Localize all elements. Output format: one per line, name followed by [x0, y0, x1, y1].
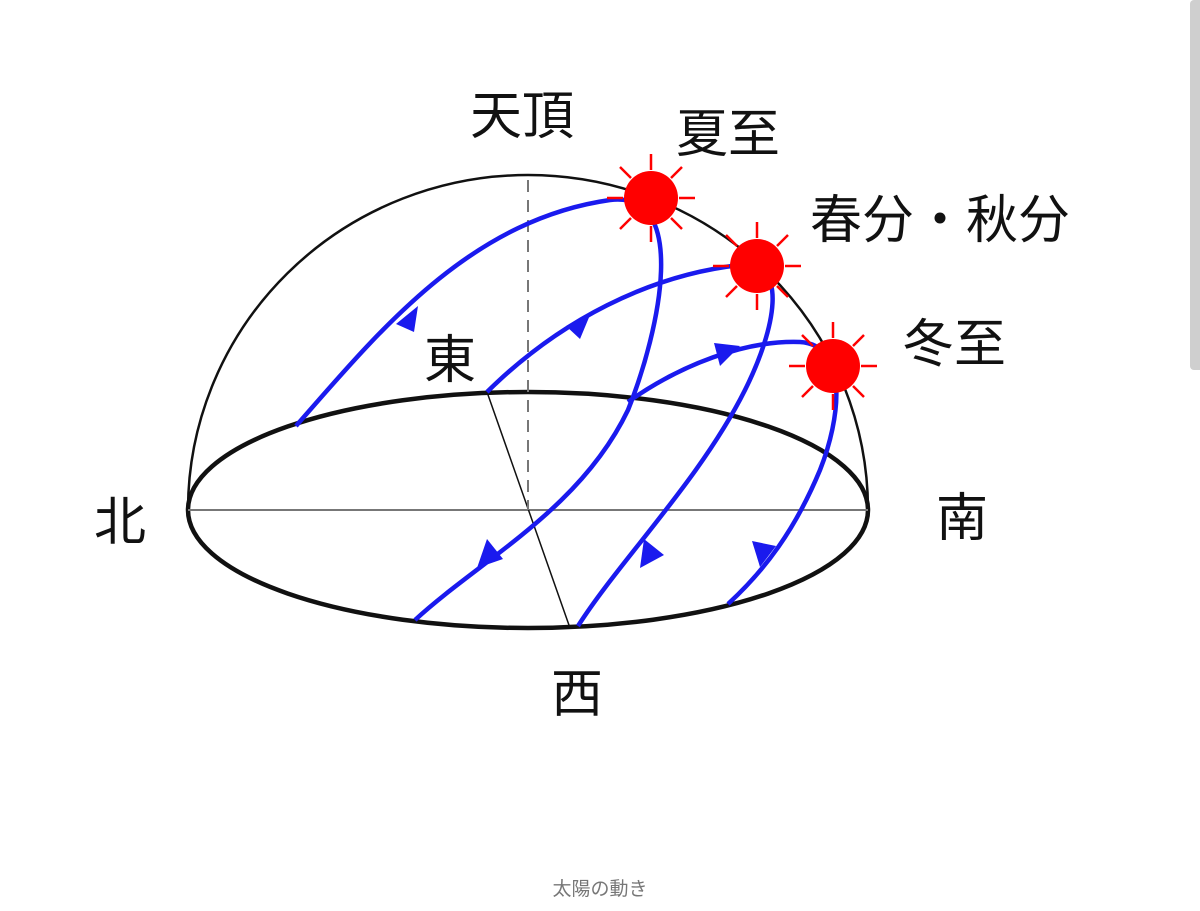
- scrollbar[interactable]: [1190, 0, 1200, 370]
- east-label: 東: [424, 331, 476, 391]
- summer-solstice-label: 夏至: [676, 105, 780, 165]
- east-west-line: [486, 391, 571, 629]
- arrow-icon: [477, 539, 503, 568]
- arrow-icon: [396, 306, 418, 332]
- winter-solstice-path: [626, 339, 839, 606]
- equinox-path: [485, 262, 775, 628]
- sun-icon: [607, 154, 695, 242]
- winter-solstice-label: 冬至: [902, 315, 1006, 375]
- equinox-label: 春分・秋分: [810, 191, 1070, 251]
- west-label: 西: [551, 665, 603, 725]
- zenith-label: 天頂: [470, 87, 574, 147]
- north-label: 北: [94, 493, 146, 553]
- figure-caption: 太陽の動き: [552, 878, 648, 900]
- arrow-icon: [714, 343, 740, 366]
- summer-solstice-path: [294, 197, 664, 622]
- sun-icon: [789, 322, 877, 410]
- sun-icon: [713, 222, 801, 310]
- arrow-icon: [752, 541, 776, 567]
- south-label: 南: [936, 489, 988, 549]
- arrow-icon: [640, 539, 664, 568]
- arrow-icon: [566, 315, 590, 339]
